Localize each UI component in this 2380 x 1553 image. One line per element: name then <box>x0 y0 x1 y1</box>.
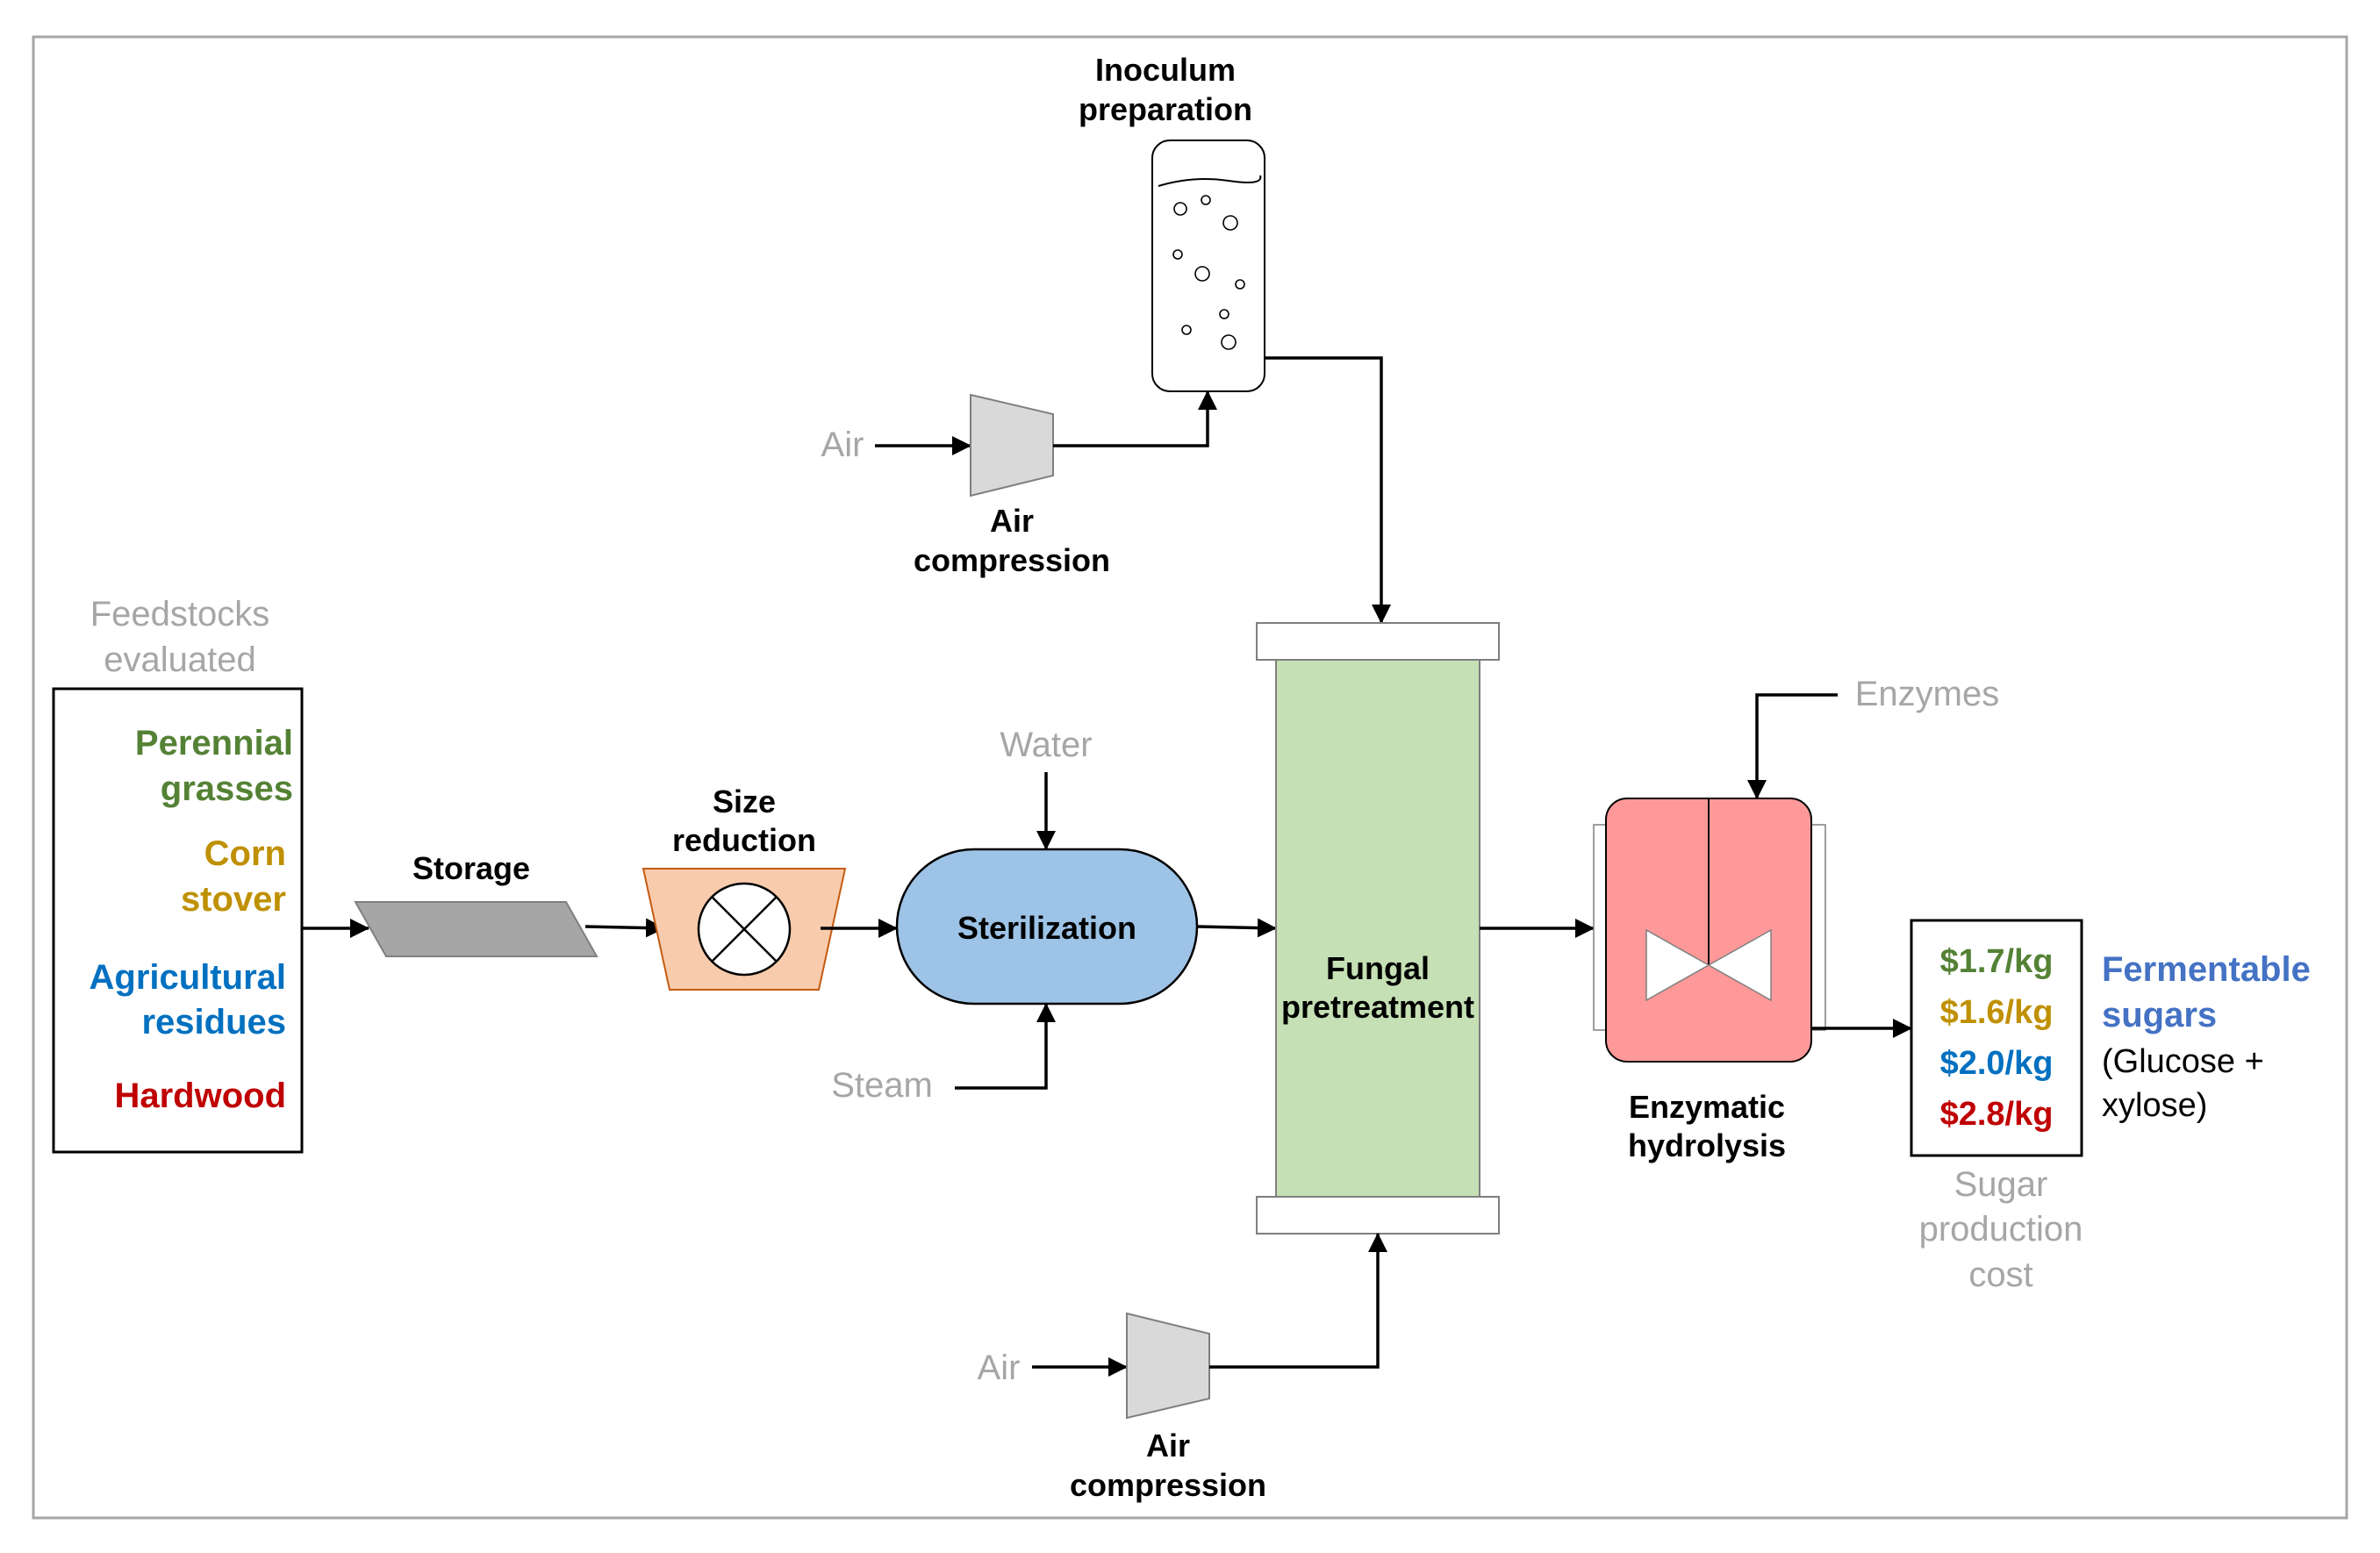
fungal-top-cap <box>1256 622 1500 661</box>
air-compression-bottom-label-line-1: Air <box>1146 1428 1190 1464</box>
cost-corn-stover: $1.6/kg <box>1940 994 2054 1031</box>
cost-caption-line-1: Sugar <box>1954 1165 2048 1204</box>
steam-stream-label: Steam <box>831 1066 933 1105</box>
air-stream-label-top: Air <box>821 426 864 464</box>
feedstock-corn-stover-line-2: stover <box>181 880 286 919</box>
arrow-sterilization-to-fungal <box>1196 918 1277 938</box>
arrow-compressor-to-inoculum <box>1053 390 1217 447</box>
cost-box <box>1910 919 2083 1157</box>
cost-agricultural-residues: $2.0/kg <box>1940 1045 2054 1082</box>
inoculum-vessel <box>1151 140 1265 392</box>
cost-hardwood: $2.8/kg <box>1940 1096 2054 1133</box>
feedstock-agricultural-residues-line-2: residues <box>141 1003 286 1041</box>
arrow-compressor-to-fungal <box>1209 1233 1387 1369</box>
fungal-bottom-cap <box>1256 1196 1500 1235</box>
feedstock-perennial-grasses-line-1: Perennial <box>135 724 293 762</box>
arrow-storage-to-size-reduction <box>584 918 665 938</box>
cost-caption-line-2: production <box>1919 1210 2083 1249</box>
enzymes-stream-label: Enzymes <box>1855 675 2000 713</box>
compressor-top <box>970 393 1054 497</box>
product-label: Fermentable sugars (Glucose + xylose) <box>2102 950 2311 1124</box>
inoculum-liquid-surface <box>1158 175 1262 187</box>
product-subtitle-line-1: (Glucose + <box>2102 1043 2264 1080</box>
air-compression-bottom-label-line-2: compression <box>1070 1467 1266 1503</box>
enzymatic-label-line-2: hydrolysis <box>1628 1127 1786 1163</box>
product-title-line-1: Fermentable <box>2102 950 2311 989</box>
air-stream-label-bottom: Air <box>978 1349 1021 1387</box>
feedstock-agricultural-residues-line-1: Agricultural <box>90 958 286 997</box>
inoculum-label-line-2: preparation <box>1079 91 1252 127</box>
feedstock-hardwood: Hardwood <box>114 1077 286 1115</box>
size-reduction-label-line-2: reduction <box>672 822 816 858</box>
air-compression-top-label-line-1: Air <box>990 503 1034 539</box>
bubbles-icon <box>1172 195 1245 350</box>
product-subtitle-line-2: xylose) <box>2102 1087 2207 1124</box>
outer-frame <box>32 35 2348 1520</box>
cost-caption-line-3: cost <box>1968 1256 2032 1294</box>
cost-caption: Sugar production cost <box>1919 1165 2083 1294</box>
arrow-enzymes-to-reactor <box>1747 693 1838 799</box>
product-title-line-2: sugars <box>2102 996 2217 1034</box>
storage-label: Storage <box>412 850 530 886</box>
feedstocks-box <box>52 687 304 1154</box>
compressor-bottom <box>1126 1312 1210 1420</box>
feedstock-perennial-grasses-line-2: grasses <box>161 769 293 808</box>
sterilization-label: Sterilization <box>957 910 1136 946</box>
feedstock-list: Perennial grasses Corn stover Agricultur… <box>90 724 293 1115</box>
arrow-inoculum-to-fungal <box>1265 356 1391 624</box>
fungal-label-line-1: Fungal <box>1326 950 1430 986</box>
feedstocks-caption-line-2: evaluated <box>104 641 255 679</box>
size-reduction-label-line-1: Size <box>713 784 776 819</box>
cost-values: $1.7/kg $1.6/kg $2.0/kg $2.8/kg <box>1940 943 2054 1133</box>
feedstock-corn-stover-line-1: Corn <box>204 834 286 873</box>
enzymatic-label-line-1: Enzymatic <box>1629 1089 1785 1125</box>
arrow-steam-to-sterilization <box>955 1003 1056 1090</box>
inoculum-label-line-1: Inoculum <box>1095 52 1236 88</box>
water-stream-label: Water <box>1000 726 1092 764</box>
cost-perennial-grasses: $1.7/kg <box>1940 943 2054 980</box>
bowtie-impeller-icon <box>1645 798 1772 1002</box>
air-compression-top-label-line-2: compression <box>914 542 1110 578</box>
feedstocks-caption: Feedstocks evaluated <box>90 595 270 679</box>
crossed-circle-icon <box>697 882 792 977</box>
fungal-column <box>1275 659 1480 1198</box>
storage-parallelogram <box>354 901 599 957</box>
feedstocks-caption-line-1: Feedstocks <box>90 595 270 633</box>
fungal-label-line-2: pretreatment <box>1281 989 1474 1025</box>
